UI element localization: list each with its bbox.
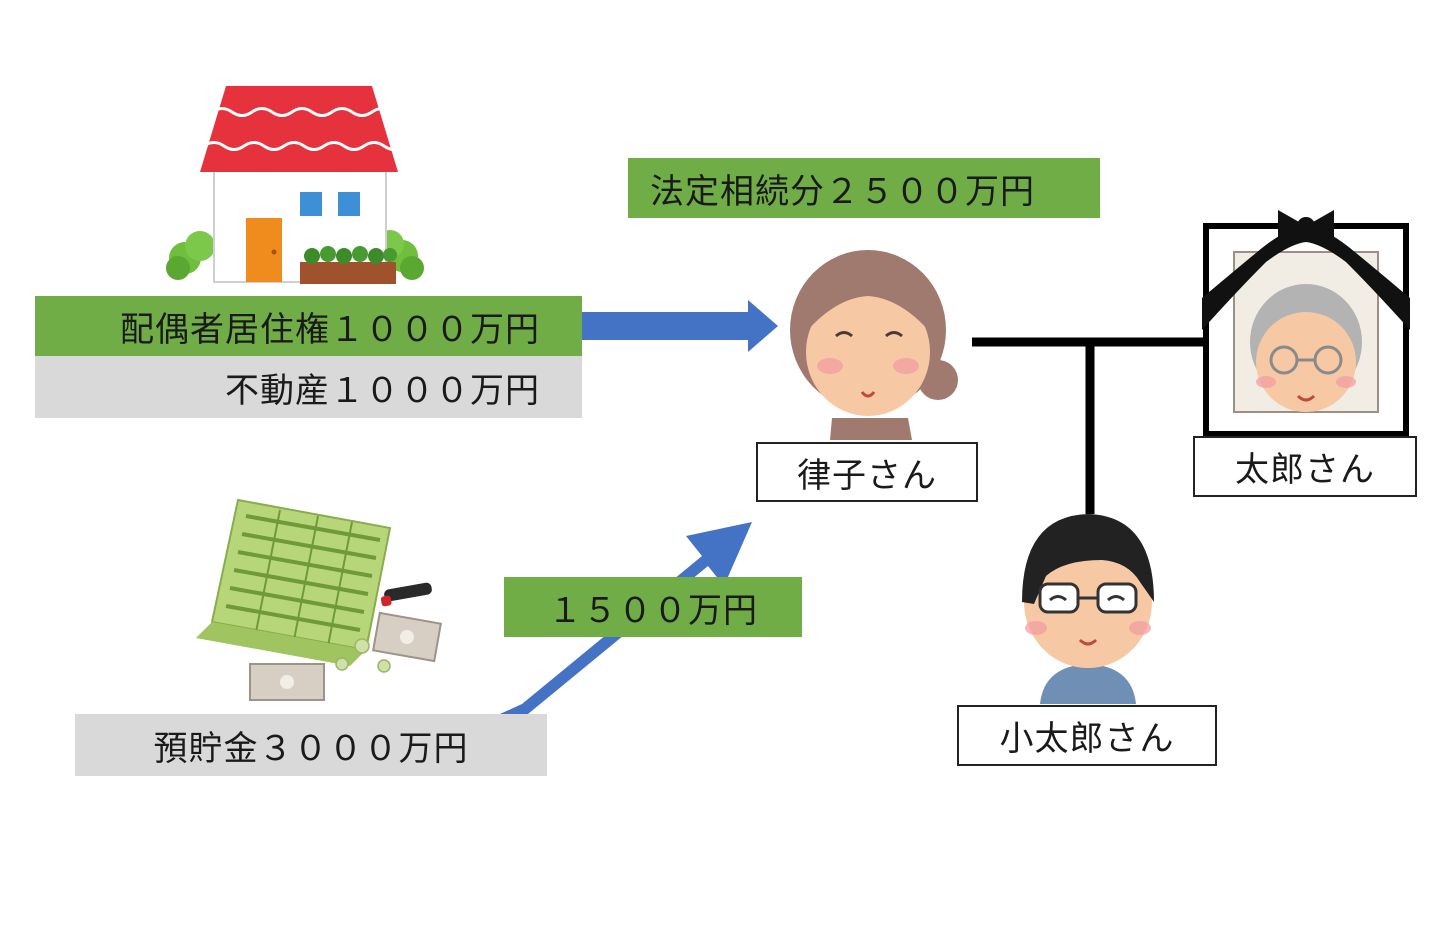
savings-transfer-text: １５００万円 (548, 590, 758, 631)
spousal-residence-right-text: 配偶者居住権１０００万円 (120, 309, 540, 350)
legal-share-label: 法定相続分２５００万円 (628, 158, 1100, 218)
spouse-name-box: 律子さん (756, 442, 978, 502)
real-estate-text: 不動産１０００万円 (225, 370, 540, 411)
house-icon (166, 86, 424, 284)
family-tree-lines (972, 337, 1204, 514)
memorial-portrait-icon (1202, 210, 1410, 437)
spousal-residence-right-label: 配偶者居住権１０００万円 (35, 296, 582, 356)
son-avatar (1022, 514, 1154, 704)
bankbook-icon (196, 498, 442, 701)
grandmother-avatar (790, 250, 958, 440)
diagonal-arrow-icon (500, 522, 752, 714)
legal-share-text: 法定相続分２５００万円 (650, 171, 1035, 212)
spouse-name: 律子さん (797, 455, 937, 496)
deceased-name: 太郎さん (1235, 450, 1375, 490)
deceased-name-box: 太郎さん (1193, 436, 1417, 497)
right-arrow-icon (582, 300, 778, 352)
child-name-box: 小太郎さん (957, 705, 1217, 766)
child-name: 小太郎さん (999, 719, 1175, 759)
savings-text: 預貯金３０００万円 (153, 728, 469, 769)
savings-label: 預貯金３０００万円 (75, 714, 547, 776)
real-estate-label: 不動産１０００万円 (35, 356, 582, 418)
savings-transfer-label: １５００万円 (504, 577, 802, 637)
